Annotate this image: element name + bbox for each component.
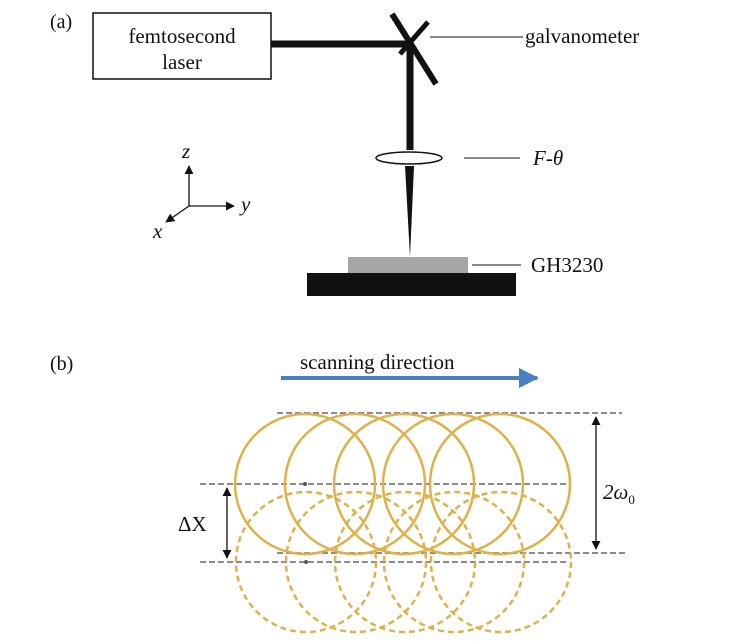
laser-label-line2: laser bbox=[162, 50, 202, 74]
spot-center-dot bbox=[303, 482, 307, 486]
galvanometer-label: galvanometer bbox=[525, 24, 639, 48]
laser-spot bbox=[233, 412, 377, 556]
spot-diameter-label: 2ω0 bbox=[603, 480, 635, 507]
laser-spot bbox=[428, 412, 572, 556]
laser-spot-dashed bbox=[234, 490, 378, 634]
spot-diameter-subscript: 0 bbox=[628, 492, 635, 507]
spot-diameter-main: 2ω bbox=[603, 480, 628, 504]
laser-spot-dashed bbox=[429, 490, 573, 634]
laser-spot-dashed bbox=[333, 490, 477, 634]
y-axis-label: y bbox=[239, 192, 251, 216]
sample-label: GH3230 bbox=[531, 253, 603, 277]
sample-gh3230 bbox=[348, 257, 468, 273]
f-theta-lens bbox=[375, 151, 443, 165]
coordinate-axes: z y x bbox=[152, 139, 251, 243]
laser-box bbox=[92, 12, 272, 80]
delta-x-label: ΔX bbox=[178, 512, 207, 536]
panel-b: (b) scanning direction ΔX bbox=[50, 350, 635, 634]
lens-label: F-θ bbox=[532, 146, 563, 170]
spot-center-dot bbox=[304, 560, 308, 564]
scanning-direction-label: scanning direction bbox=[300, 350, 455, 374]
laser-spot-dashed bbox=[382, 490, 526, 634]
galvanometer-mirror bbox=[389, 12, 439, 86]
z-axis-label: z bbox=[181, 139, 190, 163]
x-axis-arrow bbox=[165, 205, 190, 223]
x-axis-label: x bbox=[152, 219, 163, 243]
panel-b-label: (b) bbox=[50, 353, 73, 375]
panel-a: (a) femtosecond laser galvanometer F-θ G… bbox=[50, 11, 639, 296]
panel-a-label: (a) bbox=[50, 11, 72, 33]
spot-row-solid bbox=[233, 412, 572, 556]
laser-spot-dashed bbox=[284, 490, 428, 634]
sample-stage bbox=[307, 273, 516, 296]
galvanometer-mirror-support bbox=[398, 20, 430, 56]
focused-beam bbox=[405, 166, 414, 257]
laser-spot bbox=[381, 412, 525, 556]
laser-label-line1: femtosecond bbox=[128, 24, 236, 48]
laser-spot bbox=[283, 412, 427, 556]
spot-row-dashed bbox=[234, 490, 573, 634]
laser-spot bbox=[332, 412, 476, 556]
